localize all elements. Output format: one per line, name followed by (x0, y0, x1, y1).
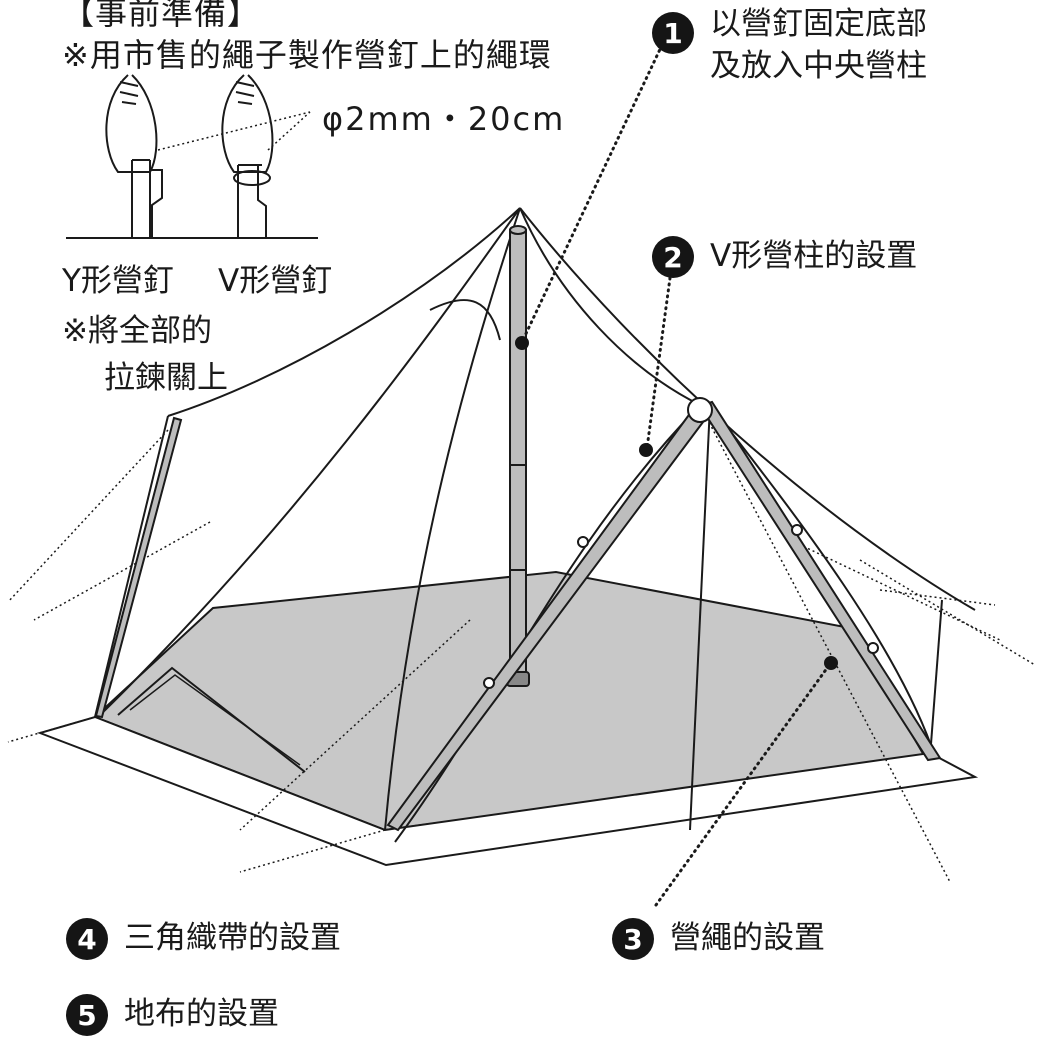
v-pole (386, 397, 942, 832)
step-1: 1 以營釘固定底部 及放入中央營柱 (652, 4, 927, 88)
step-2-badge: 2 (652, 236, 694, 278)
step-1-label: 以營釘固定底部 及放入中央營柱 (710, 4, 927, 88)
callout-dot-3 (824, 656, 838, 670)
step-2-label: V形營柱的設置 (710, 238, 918, 275)
step-4-badge: 4 (66, 918, 108, 960)
spec-leader-line (157, 111, 311, 151)
step-5: 5 地布的設置 (66, 994, 279, 1036)
step-1-badge: 1 (652, 12, 694, 54)
step-1-label-line-1: 以營釘固定底部 (710, 6, 927, 42)
step-3: 3 營繩的設置 (612, 918, 825, 960)
side-pole (94, 416, 183, 719)
step-4-label: 三角織帶的設置 (124, 920, 341, 957)
prep-title: 【事前準備】 (62, 0, 261, 32)
callout-dot-2 (639, 443, 653, 457)
step-5-badge: 5 (66, 994, 108, 1036)
zip-note-line-1: ※將全部的 (62, 313, 212, 349)
step-4: 4 三角織帶的設置 (66, 918, 341, 960)
rope-spec: φ2mm・20cm (322, 100, 566, 138)
v-peg-icon (221, 74, 274, 238)
v-peg-label: V形營釘 (218, 263, 333, 299)
callout-leaders (521, 43, 832, 907)
step-3-label: 營繩的設置 (670, 920, 825, 957)
y-peg-icon (105, 74, 163, 238)
step-3-badge: 3 (612, 918, 654, 960)
peg-illustrations (66, 74, 318, 239)
step-1-label-line-2: 及放入中央營柱 (710, 47, 927, 84)
callout-dots (515, 336, 838, 670)
y-peg-label: Y形營釘 (62, 263, 174, 299)
rope-note: ※用市售的繩子製作營釘上的繩環 (62, 36, 552, 74)
center-pole (506, 225, 530, 687)
zip-note-line-2: 拉鍊關上 (104, 360, 228, 396)
callout-dot-1 (515, 336, 529, 350)
guy-lines (7, 404, 1036, 883)
step-5-label: 地布的設置 (124, 996, 279, 1033)
step-2: 2 V形營柱的設置 (652, 236, 917, 278)
